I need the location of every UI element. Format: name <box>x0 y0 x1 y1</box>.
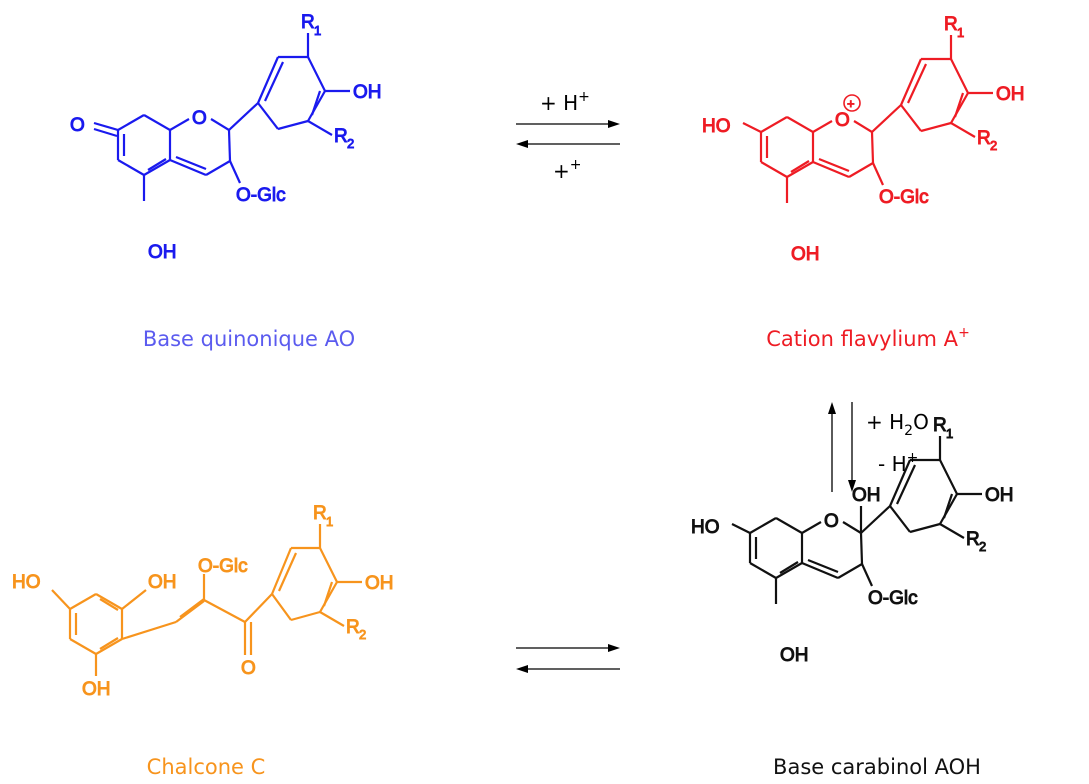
r2-group: R <box>966 529 980 550</box>
caption-carbinol-base: Base carabinol AOH <box>773 755 981 779</box>
caption-flavylium-sup: + <box>958 325 970 341</box>
r1-group: R <box>313 503 327 524</box>
positive-charge-circle <box>843 94 861 112</box>
condition-reverse: ++ <box>553 157 582 183</box>
condition-minus-h-text: - H <box>878 452 907 476</box>
equilibrium-arrows-bottom <box>516 644 620 673</box>
caption-chalcone: Chalcone C <box>147 755 266 779</box>
hydroxyl-5: OH <box>780 645 809 666</box>
ring-oxygen: O <box>192 108 207 129</box>
equilibrium-arrows-top <box>516 120 620 148</box>
r2-subscript: 2 <box>979 539 986 554</box>
r2-group: R <box>334 126 348 147</box>
hydroxyl-4: HO <box>12 572 41 593</box>
r1-subscript: 1 <box>946 426 953 441</box>
r2-subscript: 2 <box>990 138 997 153</box>
positive-charge-sign: + <box>847 96 855 111</box>
quinonoidal-base-structure: O O R 1 OH R 2 O-Glc OH <box>70 12 383 264</box>
hydroxyl-2: OH <box>852 485 881 506</box>
condition-minus-h-sup: + <box>907 450 919 466</box>
r1-group: R <box>301 12 315 33</box>
carbonyl-bond <box>93 121 119 132</box>
r2-group: R <box>977 128 991 149</box>
flavylium-cation-structure: HO O + R 1 OH R 2 O-Glc OH <box>702 14 1026 266</box>
condition-minus-h: - H+ <box>878 450 918 476</box>
r1-subscript: 1 <box>326 514 333 529</box>
r1-subscript: 1 <box>314 23 321 38</box>
hydroxyl-4prime: OH <box>996 84 1025 105</box>
carbonyl-bond-double <box>93 127 118 138</box>
condition-plus-water: + H2O <box>866 410 929 439</box>
o-glc-group: O-Glc <box>868 588 918 609</box>
hydroxyl-7: HO <box>691 517 720 538</box>
o-glc-group: O-Glc <box>879 187 929 208</box>
condition-plus-water-sub: 2 <box>904 423 913 439</box>
hydroxyl-4prime: OH <box>985 485 1014 506</box>
o-glc-group: O-Glc <box>236 185 286 206</box>
hydroxyl-7: HO <box>702 116 731 137</box>
equilibrium-arrows-vertical <box>828 402 856 492</box>
caption-flavylium-cation: Cation flavylium A+ <box>766 325 970 351</box>
hydroxyl-7-bond <box>731 523 751 534</box>
hydroxyl-6: OH <box>82 679 111 700</box>
carbonyl-oxygen: O <box>70 115 85 136</box>
hydroxyl-2: OH <box>148 572 177 593</box>
hydroxyl-4prime: OH <box>365 573 394 594</box>
caption-flavylium-text: Cation flavylium A <box>766 327 958 351</box>
hydroxyl-7-bond <box>742 122 762 133</box>
hydroxyl-5: OH <box>791 244 820 265</box>
r2-subscript: 2 <box>359 627 366 642</box>
hydroxyl-4prime: OH <box>353 82 382 103</box>
carbonyl-oxygen: O <box>241 658 256 679</box>
r2-subscript: 2 <box>347 136 354 151</box>
condition-plus-water-text: + H <box>866 410 904 434</box>
chalcone-structure: HO OH OH O-Glc O R 1 OH R 2 <box>12 503 395 701</box>
condition-plus-h-sup: + <box>578 89 590 105</box>
r2-group: R <box>346 617 360 638</box>
o-glc-group: O-Glc <box>198 556 248 577</box>
condition-reverse-text: + <box>553 159 570 183</box>
condition-reverse-sup: + <box>570 157 582 173</box>
r1-subscript: 1 <box>957 25 964 40</box>
condition-plus-h-text: + H <box>540 91 578 115</box>
condition-plus-h: + H+ <box>540 89 590 115</box>
r1-group: R <box>933 415 947 436</box>
carbinol-base-structure: HO O OH R 1 OH R 2 O-Glc OH <box>691 415 1015 667</box>
condition-plus-water-tail: O <box>913 410 929 434</box>
ring-oxygen: O <box>824 511 839 532</box>
ring-oxygen: O <box>835 110 850 131</box>
caption-quinonoidal-base: Base quinonique AO <box>143 327 355 351</box>
hydroxyl-5: OH <box>148 242 177 263</box>
r1-group: R <box>944 14 958 35</box>
